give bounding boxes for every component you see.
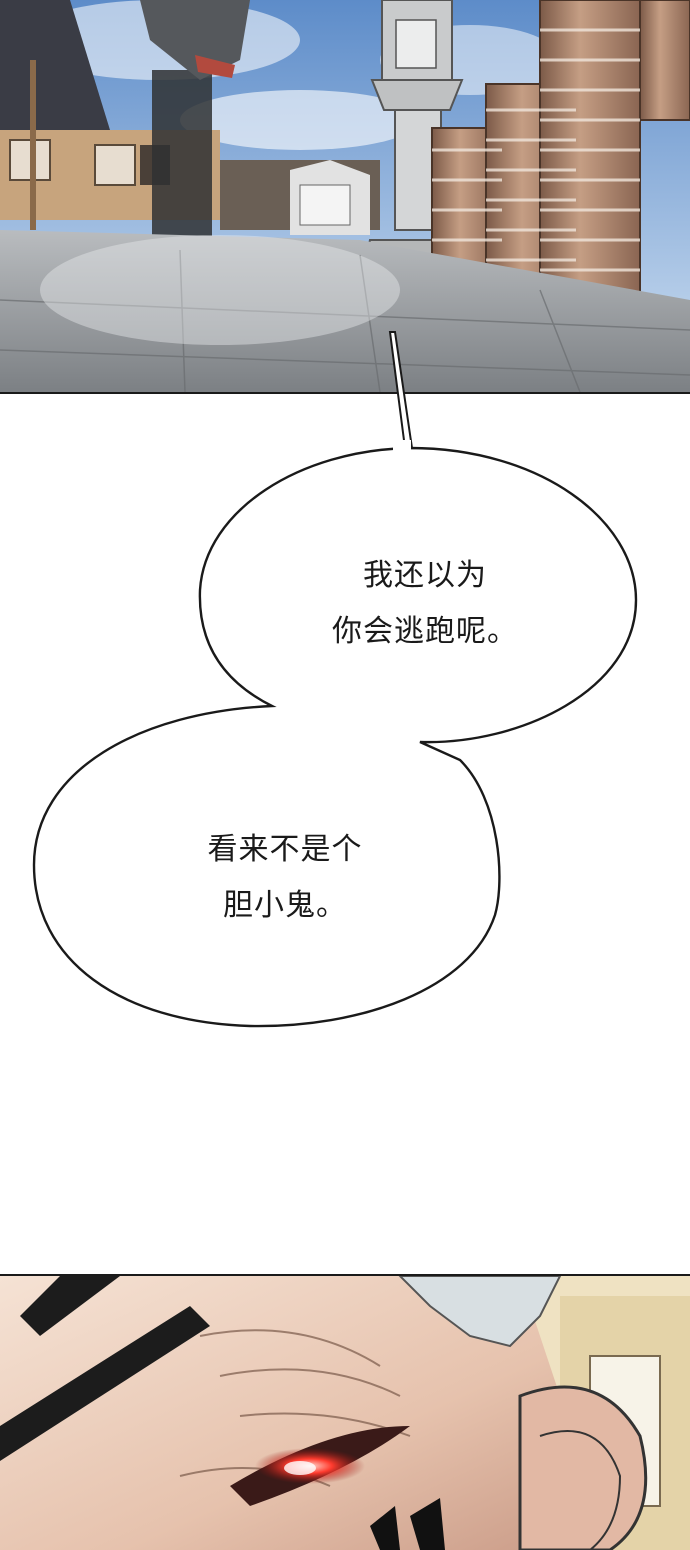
street-scene-illustration (0, 0, 690, 392)
dialogue-bubble-1: 我还以为 你会逃跑呢。 (300, 548, 550, 660)
panel-street-scene (0, 0, 690, 394)
speech-bubble-1 (32, 446, 638, 1028)
dialogue-line: 胆小鬼。 (223, 888, 347, 923)
dialogue-line: 我还以为 (363, 558, 487, 593)
face-closeup-illustration (0, 1276, 690, 1550)
dialogue-line: 看来不是个 (207, 832, 363, 867)
dialogue-bubble-2: 看来不是个 胆小鬼。 (160, 822, 410, 934)
dialogue-line: 你会逃跑呢。 (332, 614, 518, 649)
panel-face-closeup (0, 1274, 690, 1550)
speech-bubbles (32, 331, 638, 1028)
